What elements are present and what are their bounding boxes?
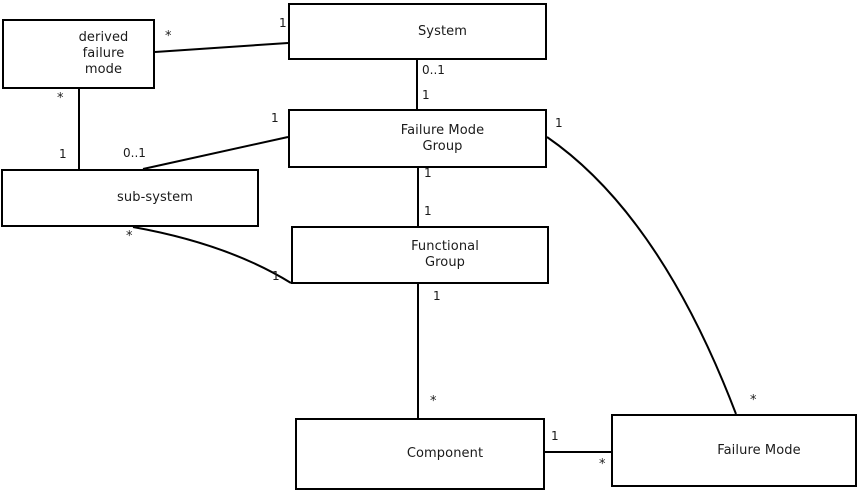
multiplicity-label-m-fmg-fg-top: 1 [424,166,432,180]
multiplicity-label-m-system-fmg-top: 0..1 [422,63,445,77]
multiplicity-label-m-dfm-subsys-bot: 1 [59,147,67,161]
multiplicity-label-m-fg-comp-top: 1 [433,289,441,303]
multiplicity-label-m-subsys-fg-near: * [126,229,133,244]
uml-class-label-failure-mode: Failure Mode [717,442,801,458]
multiplicity-label-m-fg-comp-bot: * [430,394,437,409]
multiplicity-label-m-fmg-fm-near: 1 [555,116,563,130]
multiplicity-label-m-dfm-system-near: * [165,29,172,44]
multiplicity-label-m-comp-fm-far: * [599,457,606,472]
uml-class-label-system: System [417,23,468,39]
association-failure-mode-group--failure-mode [546,136,737,415]
association-sub-system--functional-group [132,226,292,284]
association-derived-failure-mode--system [154,42,289,53]
multiplicity-label-m-system-fmg-bot: 1 [422,88,430,102]
multiplicity-label-m-dfm-subsys-top: * [57,91,64,106]
uml-class-label-failure-mode-group: Failure Mode Group [400,122,485,154]
uml-class-label-sub-system: sub-system [117,190,193,205]
uml-class-component[interactable]: Component [295,418,545,490]
uml-class-derived-failure-mode[interactable]: derived failure mode [2,19,155,89]
uml-class-label-functional-group: Functional Group [411,239,479,270]
association-sub-system--failure-mode-group [142,136,289,170]
uml-class-sub-system[interactable]: sub-system [1,169,259,227]
uml-class-functional-group[interactable]: Functional Group [291,226,549,284]
multiplicity-label-m-dfm-system-far: 1 [279,16,287,30]
multiplicity-label-m-subsys-fmg-far: 1 [271,111,279,125]
multiplicity-label-m-fmg-fg-bot: 1 [424,204,432,218]
multiplicity-label-m-fmg-fm-far: * [750,393,757,408]
uml-class-failure-mode-group[interactable]: Failure Mode Group [288,109,547,168]
uml-class-system[interactable]: System [288,3,547,60]
uml-class-failure-mode[interactable]: Failure Mode [611,414,857,487]
uml-class-label-component: Component [406,446,484,461]
multiplicity-label-m-subsys-fmg-near: 0..1 [123,146,146,160]
multiplicity-label-m-comp-fm-near: 1 [551,429,559,443]
uml-class-label-derived-failure-mode: derived failure mode [78,30,129,77]
multiplicity-label-m-subsys-fg-far: 1 [272,269,280,283]
